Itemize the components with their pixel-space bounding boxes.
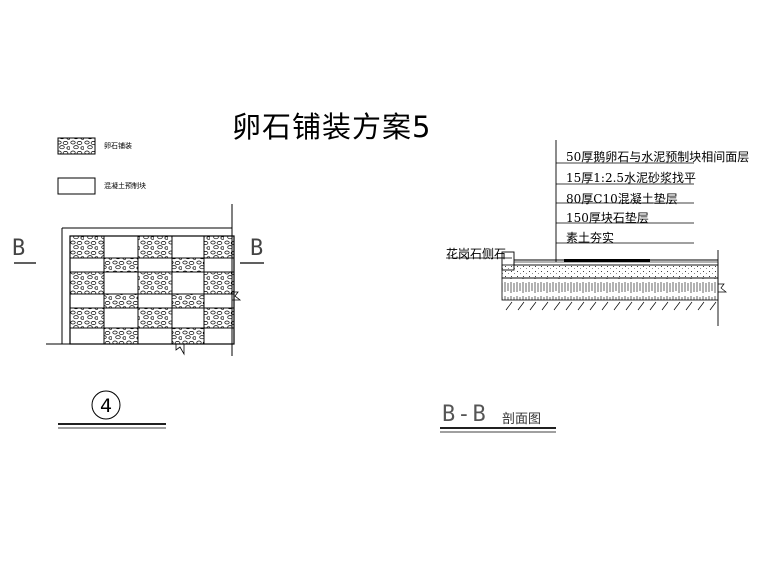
- section-layer-label: 素土夯实: [566, 231, 615, 245]
- detail-number-marker: [58, 390, 166, 429]
- curb-label: 花岗石侧石: [446, 247, 507, 261]
- legend-pebble-swatch: [57, 137, 96, 155]
- section-layer-label: 150厚块石垫层: [566, 211, 649, 225]
- section-title: B-B: [442, 402, 488, 427]
- legend-pebble-label: 卵石铺装: [104, 142, 132, 150]
- paving-plan: [46, 204, 242, 356]
- legend-concrete-swatch: [57, 177, 96, 195]
- section-title-sub: 剖面图: [502, 412, 542, 427]
- section-layer-label: 80厚C10混凝土垫层: [566, 192, 678, 206]
- legend-concrete-label: 混凝土预制块: [104, 182, 146, 190]
- drawing-title: 卵石铺装方案5: [232, 110, 432, 144]
- detail-number: 4: [100, 395, 112, 417]
- plan-cut-label-left: B: [12, 236, 26, 261]
- section-layer-label: 50厚鹅卵石与水泥预制块相间面层: [566, 150, 750, 164]
- plan-cut-label-right: B: [250, 236, 264, 261]
- section-view: [446, 140, 727, 326]
- section-layer-label: 15厚1:2.5水泥砂浆找平: [566, 171, 697, 185]
